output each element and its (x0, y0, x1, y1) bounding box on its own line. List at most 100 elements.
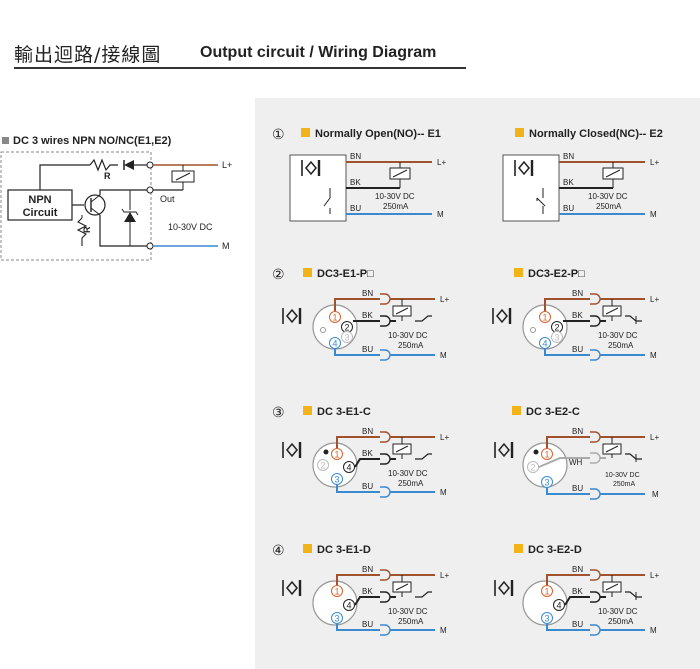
diagram-dc3-e1-d: 1 4 3 BN L+ BK 10-30V DC 250mA BU (281, 565, 449, 636)
resistor-2 (76, 217, 88, 246)
pin-3: 3 (344, 333, 349, 343)
label-minus: M (650, 626, 657, 635)
wire-label-bu: BU (572, 484, 583, 493)
npn-minus-label: M (222, 241, 230, 251)
label-minus: M (440, 351, 447, 360)
pin-2: 2 (554, 323, 559, 333)
label-current: 250mA (398, 341, 424, 350)
pin-2: 2 (344, 323, 349, 333)
npn-title-marker (2, 137, 9, 144)
npn-voltage-label: 10-30V DC (168, 222, 213, 232)
label-plus: L+ (440, 433, 449, 442)
section-1-left-title: Normally Open(NO)-- E1 (315, 128, 441, 140)
label-voltage: 10-30V DC (388, 331, 428, 340)
label-minus: M (650, 210, 657, 219)
pin-4: 4 (542, 339, 547, 349)
section-4-right-title: DC 3-E2-D (528, 544, 582, 556)
wire-label-bu: BU (362, 345, 373, 354)
terminal-plus (146, 161, 154, 169)
label-minus: M (440, 488, 447, 497)
wire-label-bn: BN (563, 152, 574, 161)
pin-1: 1 (542, 313, 547, 323)
pin-3: 3 (334, 614, 339, 624)
resistor-1-label: R (104, 171, 111, 181)
resistor-2-label: R (82, 226, 92, 233)
header-title-zh: 輸出迴路/接線圖 (14, 44, 162, 66)
label-plus: L+ (440, 571, 449, 580)
diagram-dc3-e1-p: 1 2 3 4 BN L+ BK 10-30V DC 250mA (281, 289, 449, 361)
label-voltage: 10-30V DC (388, 607, 428, 616)
pin-1: 1 (334, 587, 339, 597)
wire-label-bk: BK (350, 178, 361, 187)
label-current: 250mA (398, 617, 424, 626)
wire-label-bn: BN (350, 152, 361, 161)
pin-3: 3 (334, 475, 339, 485)
label-minus: M (440, 626, 447, 635)
section-2-right-title: DC3-E2-P□ (528, 268, 585, 280)
label-plus: L+ (650, 158, 659, 167)
npn-box-label-1: NPN (28, 194, 51, 206)
npn-plus-label: L+ (222, 160, 232, 170)
wire-label-bu: BU (350, 204, 361, 213)
resistor-1 (89, 158, 118, 172)
label-current: 250mA (398, 479, 424, 488)
pin-1: 1 (334, 450, 339, 460)
title-marker (301, 128, 310, 137)
pin-1: 1 (332, 313, 337, 323)
diagram-dc3-e1-c: 1 2 4 3 BN L+ BK 10-30V DC 250mA (281, 427, 449, 498)
label-minus: M (650, 351, 657, 360)
label-voltage: 10-30V DC (388, 469, 428, 478)
page-header: 輸出迴路/接線圖 Output circuit / Wiring Diagram (14, 38, 466, 70)
pin-2: 2 (320, 461, 325, 471)
label-plus: L+ (650, 571, 659, 580)
label-plus: L+ (650, 295, 659, 304)
wire-label-bu: BU (572, 620, 583, 629)
transistor (84, 194, 106, 216)
wire-label-bn: BN (362, 427, 373, 436)
section-4: ④ DC 3-E1-D DC 3-E2-D 1 4 3 BN L+ BK (272, 542, 659, 636)
section-1-right-title: Normally Closed(NC)-- E2 (529, 128, 663, 140)
section-2: ② DC3-E1-P□ DC3-E2-P□ 1 2 3 4 BN L+ BK (272, 266, 659, 361)
title-marker (303, 544, 312, 553)
label-plus: L+ (650, 433, 659, 442)
title-marker (512, 406, 521, 415)
wire-label-bn: BN (572, 565, 583, 574)
pin-4: 4 (346, 601, 351, 611)
label-voltage: 10-30V DC (598, 331, 638, 340)
diagram-nc-e2: BN L+ BK 10-30V DC 250mA BU M (502, 152, 659, 222)
label-minus: M (652, 490, 659, 499)
title-marker (303, 406, 312, 415)
label-plus: L+ (440, 295, 449, 304)
terminal-minus (146, 242, 154, 250)
wire-label-wh: WH (569, 458, 583, 467)
label-current: 250mA (613, 481, 636, 488)
label-current: 250mA (596, 202, 622, 211)
wire-label-bk: BK (563, 178, 574, 187)
wire-label-bk: BK (362, 587, 373, 596)
label-voltage: 10-30V DC (605, 472, 640, 479)
wire-label-bk: BK (572, 587, 583, 596)
label-plus: L+ (437, 158, 446, 167)
pin-1: 1 (544, 450, 549, 460)
section-2-left-title: DC3-E1-P□ (317, 268, 374, 280)
label-voltage: 10-30V DC (598, 607, 638, 616)
label-current: 250mA (608, 617, 634, 626)
pin-3: 3 (544, 614, 549, 624)
title-marker (515, 128, 524, 137)
header-title-en: Output circuit / Wiring Diagram (200, 44, 437, 61)
pin-4: 4 (346, 463, 351, 473)
wire-label-bu: BU (563, 204, 574, 213)
label-voltage: 10-30V DC (588, 192, 628, 201)
npn-dashed-box (0, 151, 152, 261)
npn-circuit: DC 3 wires NPN NO/NC(E1,E2) NPN Circuit … (0, 135, 232, 261)
section-3-left-title: DC 3-E1-C (317, 406, 371, 418)
wire-label-bk: BK (362, 311, 373, 320)
wire-label-bn: BN (572, 289, 583, 298)
wire-label-bu: BU (362, 482, 373, 491)
label-voltage: 10-30V DC (375, 192, 415, 201)
wire-label-bn: BN (362, 289, 373, 298)
terminal-out (146, 186, 154, 194)
pin-2: 2 (530, 463, 535, 473)
section-3: ③ DC 3-E1-C DC 3-E2-C 1 2 4 3 BN L+ BK (272, 404, 659, 500)
